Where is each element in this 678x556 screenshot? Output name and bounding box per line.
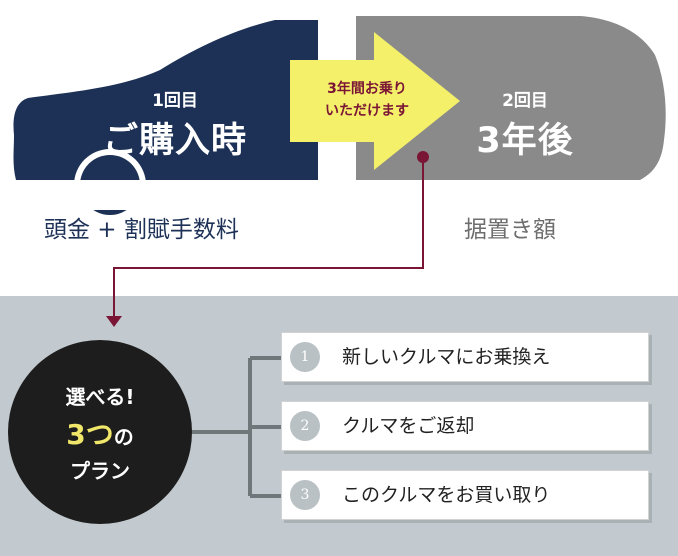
choices-suffix: の	[113, 425, 134, 449]
second-payment-label: 据置き額	[464, 217, 556, 243]
options-bracket	[192, 356, 281, 498]
first-payment-count: 1回目	[152, 91, 198, 111]
option-item-1: 1 新しいクルマにお乗換え	[281, 332, 649, 382]
first-payment-title: ご購入時	[102, 121, 247, 161]
choices-line2: 3つの	[8, 413, 192, 453]
choices-number: 3つ	[66, 418, 114, 451]
arrow-line2: いただけます	[325, 103, 409, 119]
option-number-badge: 1	[290, 342, 320, 372]
second-payment-title: 3年後	[476, 121, 574, 161]
option-item-2: 2 クルマをご返却	[281, 401, 649, 451]
first-payment-label: 頭金 + 割賦手数料	[44, 217, 239, 243]
option-label: クルマをご返却	[342, 415, 475, 437]
option-number-badge: 3	[290, 480, 320, 510]
second-payment-count: 2回目	[502, 91, 548, 111]
option-number-badge: 2	[290, 411, 320, 441]
option-label: 新しいクルマにお乗換え	[342, 346, 551, 368]
navy-car-silhouette	[13, 20, 318, 180]
duration-arrow	[290, 32, 460, 170]
gray-car-silhouette	[356, 16, 666, 180]
choices-circle	[8, 340, 192, 524]
option-label: このクルマをお買い取り	[342, 484, 551, 506]
choices-line3: プラン	[70, 459, 130, 483]
arrow-line1: 3年間お乗り	[327, 81, 407, 97]
choices-line1: 選べる!	[65, 385, 135, 409]
option-item-3: 3 このクルマをお買い取り	[281, 470, 649, 520]
connector-arrowhead	[106, 316, 122, 327]
connector-line	[113, 157, 424, 318]
